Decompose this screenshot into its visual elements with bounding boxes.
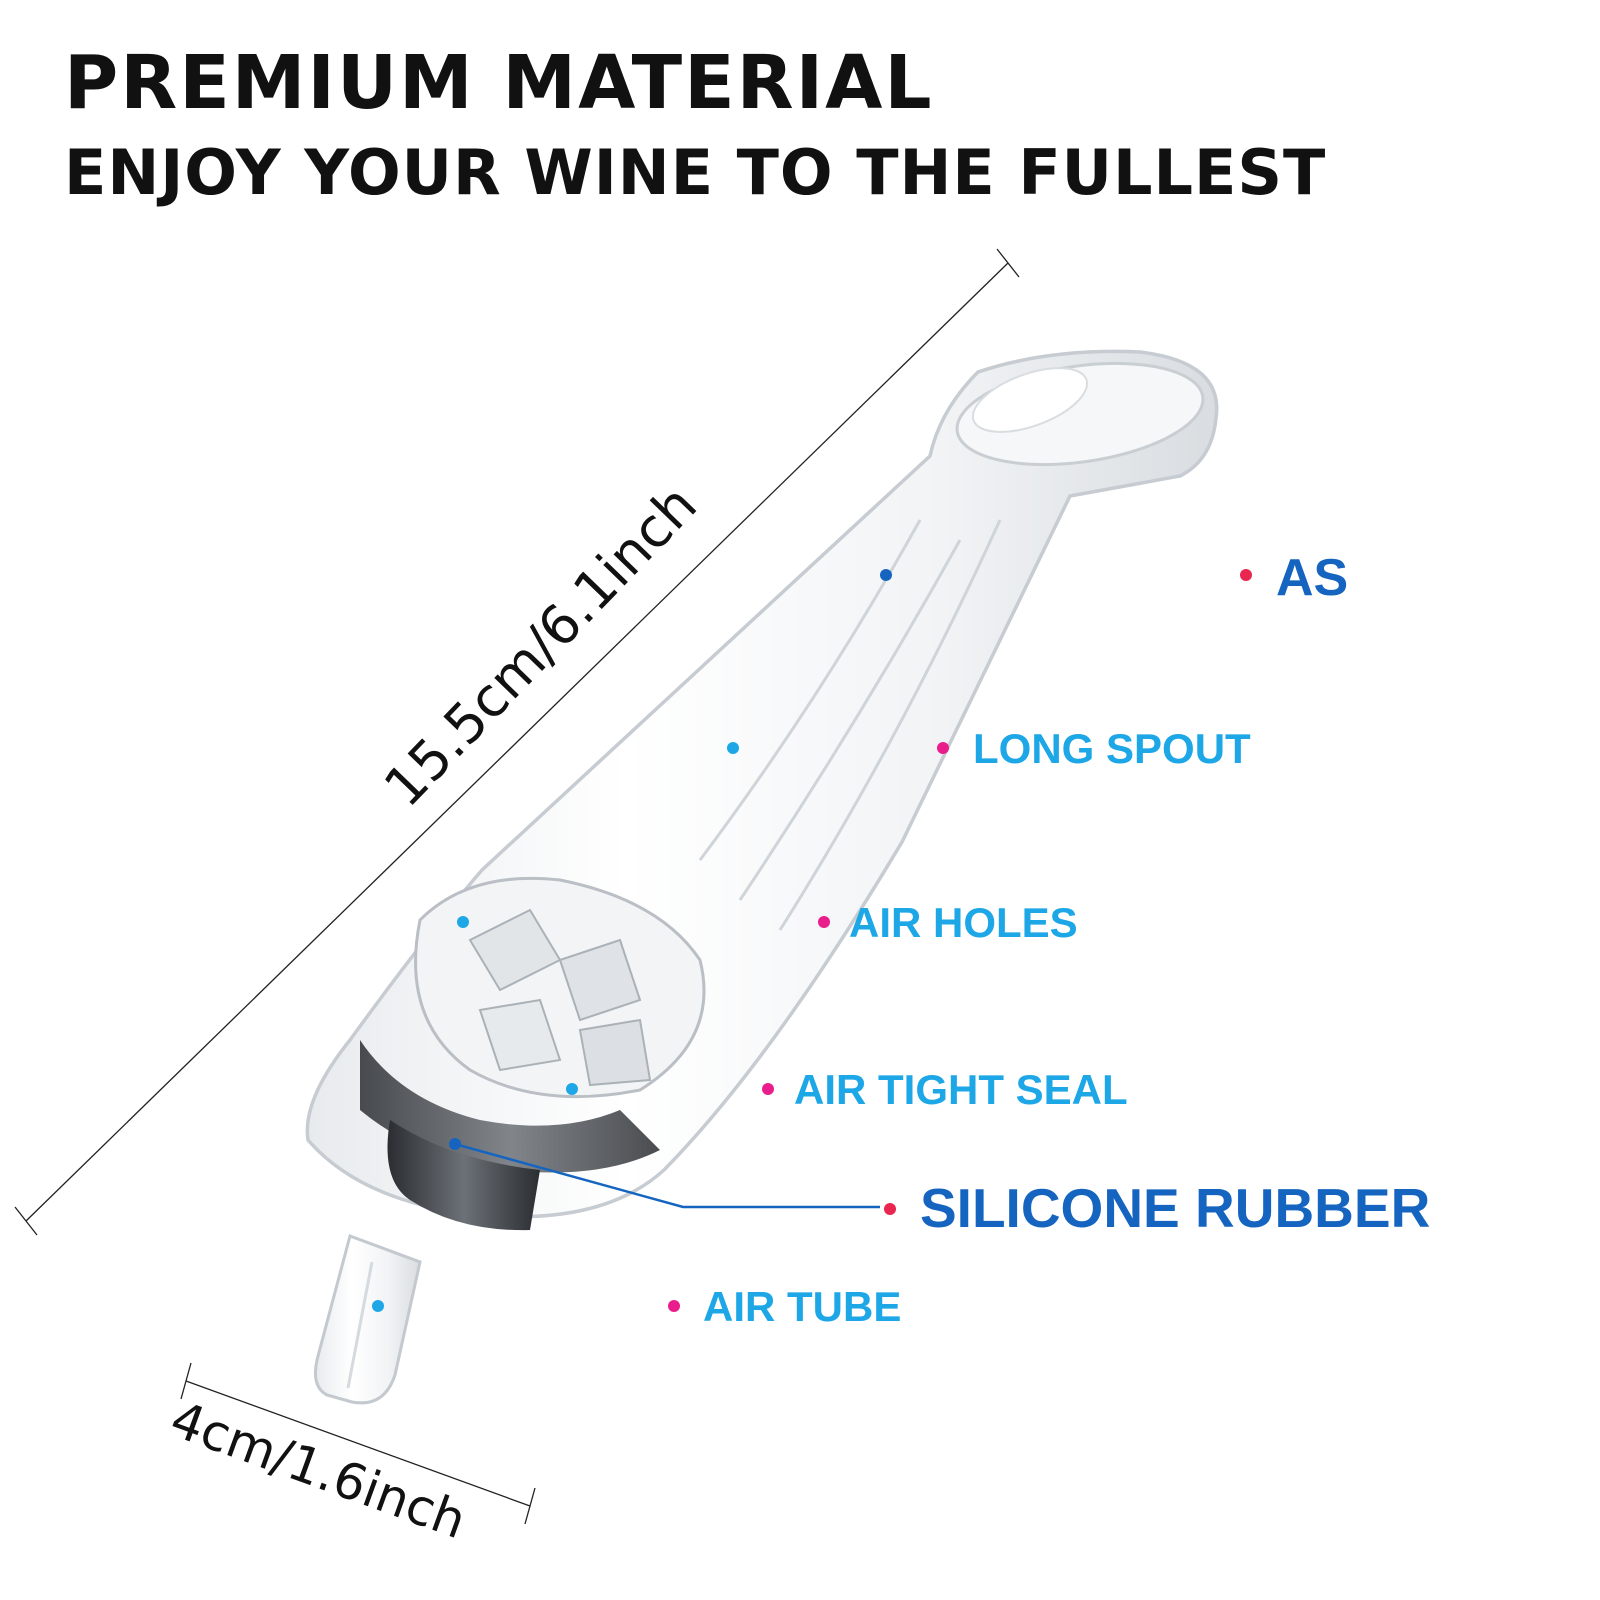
callout-lines [378,573,1230,1308]
callout-anchor-dots [372,569,892,1312]
width-dimension-line [180,1362,536,1525]
air-tube [314,1234,422,1405]
callout-silicone-rubber: SILICONE RUBBER [920,1177,1431,1239]
air-tube-highlight [346,1261,374,1389]
callout-as: AS [1276,549,1349,607]
spout-opening-inner [971,367,1089,433]
callout-dot-air-tight-seal [762,1083,774,1095]
internal-channels [698,519,1002,931]
callout-dot-as [1240,569,1252,581]
page-subtitle: ENJOY YOUR WINE TO THE FULLEST [64,136,1327,209]
callout-dot-long-spout [937,742,949,754]
length-dimension-line [14,248,1020,1236]
air-tight-seal [360,1040,660,1173]
page-title: PREMIUM MATERIAL [64,40,934,126]
callout-dot-air-holes [818,916,830,928]
air-holes-chamber [414,876,706,1099]
callout-air-tight-seal: AIR TIGHT SEAL [794,1066,1128,1113]
callout-air-tube: AIR TUBE [703,1283,902,1330]
callout-dot-silicone-rubber [884,1203,896,1215]
callout-long-spout: LONG SPOUT [973,725,1251,772]
callout-air-holes: AIR HOLES [849,899,1078,946]
silicone-rubber-stopper [387,1120,540,1231]
callout-dot-air-tube [668,1300,680,1312]
